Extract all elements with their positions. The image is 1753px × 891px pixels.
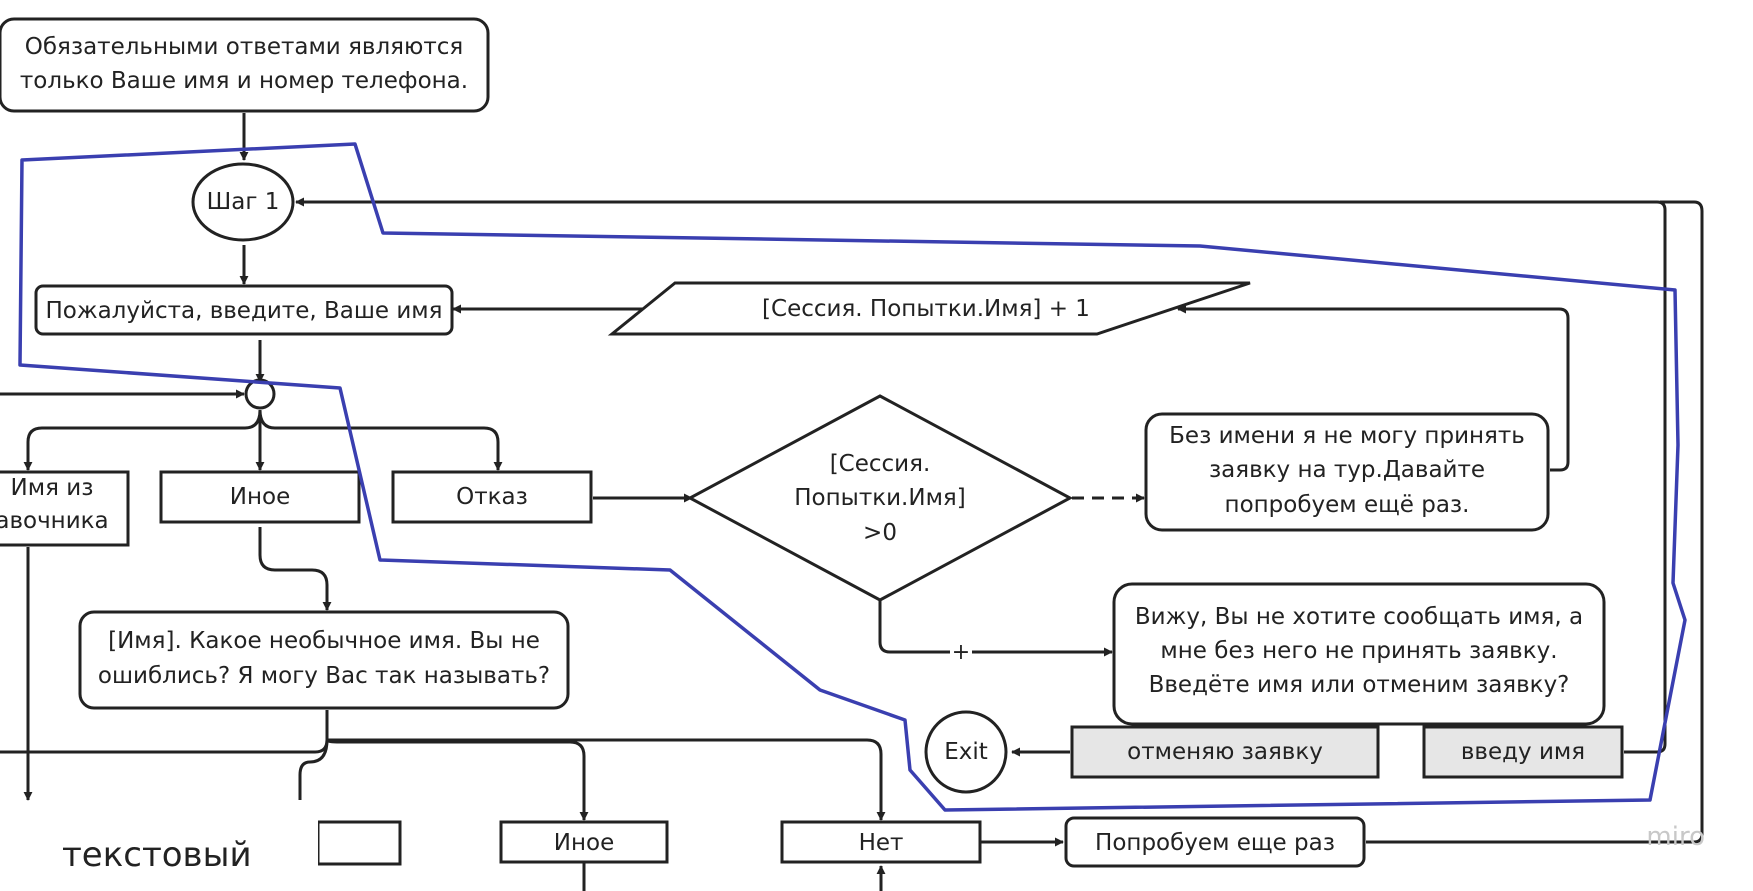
edge-decision-to-refusemsg xyxy=(878,600,1113,657)
no-label: Нет xyxy=(859,830,904,856)
name-from-line-1: Имя из xyxy=(11,475,94,501)
plus-edge-label: + xyxy=(952,640,970,665)
no-name-msg-line-2: заявку на тур.Давайте xyxy=(1209,457,1485,483)
node-increment: [Сессия. Попытки.Имя] + 1 xyxy=(607,281,1251,336)
node-other1: Иное xyxy=(159,470,361,524)
retry-label: Попробуем еще раз xyxy=(1095,830,1335,856)
node-unusual-name: [Имя]. Какое необычное имя. Вы не ошибли… xyxy=(78,610,570,710)
refuse-msg-line-3: Введёте имя или отменим заявку? xyxy=(1149,672,1570,698)
increment-label: [Сессия. Попытки.Имя] + 1 xyxy=(762,296,1090,322)
enter-option-label: введу имя xyxy=(1461,739,1585,765)
edge-unusual-to-text xyxy=(298,739,329,800)
decision-line-1: [Сессия. xyxy=(830,451,931,477)
other2-label: Иное xyxy=(554,830,614,856)
node-text-type: текстовый xyxy=(0,812,402,891)
option-enter-name: введу имя xyxy=(1422,725,1624,779)
intro-line-1: Обязательными ответами являются xyxy=(25,34,464,60)
node-refuse-msg: Вижу, Вы не хотите сообщать имя, а мне б… xyxy=(1112,582,1606,726)
no-name-msg-line-1: Без имени я не могу принять xyxy=(1169,423,1525,449)
other1-label: Иное xyxy=(230,484,290,510)
refuse-msg-line-1: Вижу, Вы не хотите сообщать имя, а xyxy=(1135,604,1583,630)
refusal-label: Отказ xyxy=(456,484,528,510)
cancel-option-label: отменяю заявку xyxy=(1127,739,1323,765)
edge-retry-to-step1 xyxy=(1366,200,1704,844)
node-refusal: Отказ xyxy=(391,470,593,524)
edge-junction-to-refusal xyxy=(258,409,503,471)
edge-nonamemsg-to-increment xyxy=(1177,304,1570,472)
no-name-msg-line-3: попробуем ещё раз. xyxy=(1225,492,1470,518)
node-no: Нет xyxy=(780,820,982,864)
edge-other1-to-unusual xyxy=(258,527,332,611)
node-retry: Попробуем еще раз xyxy=(1064,816,1366,868)
ask-name-label: Пожалуйста, введите, Ваше имя xyxy=(46,298,443,324)
node-ask-name: Пожалуйста, введите, Ваше имя xyxy=(34,284,454,336)
intro-line-2: только Ваше имя и номер телефона. xyxy=(20,68,468,94)
decision-line-2: Попытки.Имя] xyxy=(794,485,965,511)
edge-unusual-to-other2 xyxy=(325,739,589,821)
node-other2: Иное xyxy=(499,820,669,864)
step1-label: Шаг 1 xyxy=(207,189,280,215)
refuse-msg-line-2: мне без него не принять заявку. xyxy=(1160,638,1557,664)
node-no-name-msg: Без имени я не могу принять заявку на ту… xyxy=(1144,412,1550,532)
highlight-selection-outline xyxy=(18,142,1687,812)
name-from-line-2: авочника xyxy=(0,508,109,534)
junction-node xyxy=(244,378,276,410)
node-exit: Exit xyxy=(924,710,1008,794)
edge-unusual-to-no xyxy=(327,738,886,821)
node-intro: Обязательными ответами являются только В… xyxy=(0,17,490,113)
text-type-label: текстовый xyxy=(62,835,252,875)
edge-junction-to-namefrom xyxy=(23,409,262,471)
exit-label: Exit xyxy=(944,739,988,765)
node-step1: Шаг 1 xyxy=(191,162,295,242)
decision-line-3: >0 xyxy=(863,520,897,546)
miro-watermark: miro xyxy=(1646,822,1705,852)
node-name-from: Имя из авочника xyxy=(0,470,130,547)
edge-unusual-split-left xyxy=(0,710,329,754)
option-cancel: отменяю заявку xyxy=(1070,725,1380,779)
unusual-name-line-2: ошиблись? Я могу Вас так называть? xyxy=(98,663,550,689)
unusual-name-line-1: [Имя]. Какое необычное имя. Вы не xyxy=(108,628,540,654)
plus-label-bg xyxy=(950,640,972,664)
node-decision: [Сессия. Попытки.Имя] >0 xyxy=(686,394,1074,602)
